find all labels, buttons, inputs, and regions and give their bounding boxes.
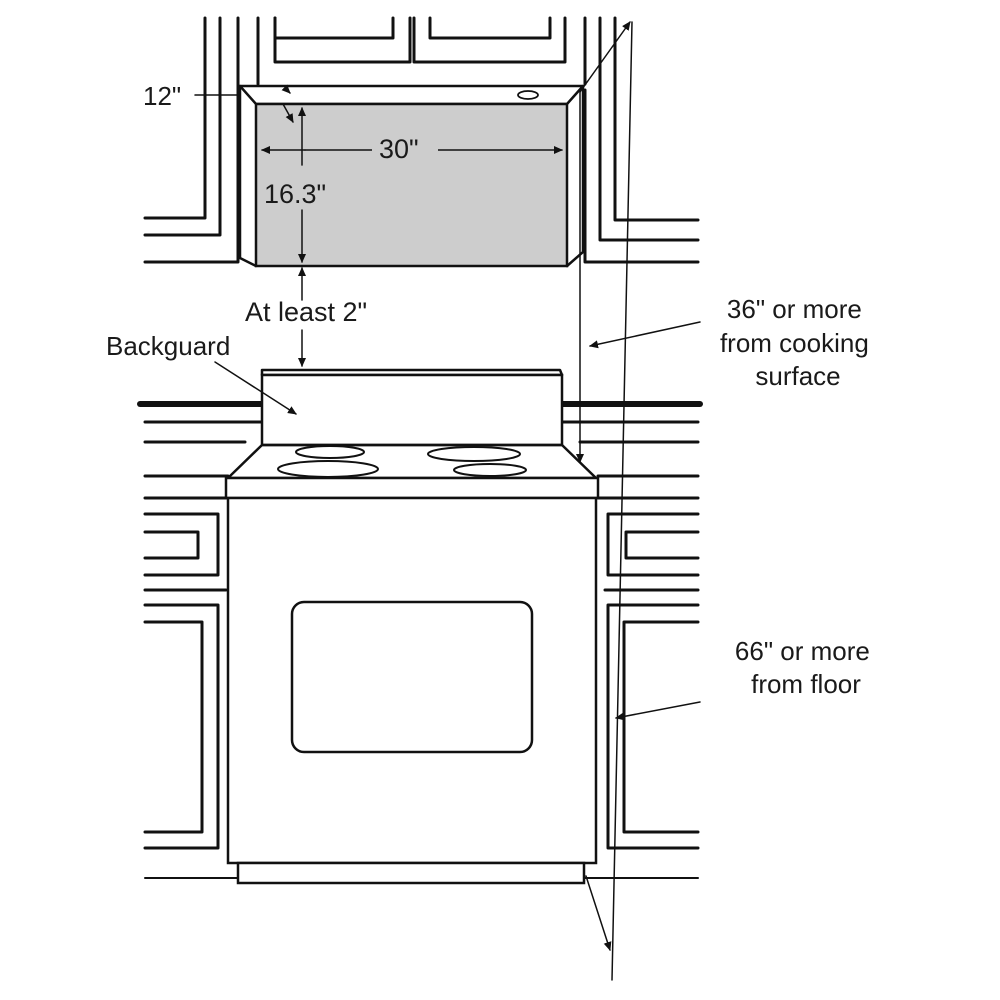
upper-cabinets [143, 16, 700, 264]
backguard-label: Backguard [106, 331, 230, 361]
countertop [137, 401, 703, 444]
lower-cabinets-right [584, 474, 700, 879]
burner-icon [453, 463, 527, 477]
oven-window [290, 600, 534, 754]
burner-icon [295, 445, 365, 459]
burner-icon [427, 446, 521, 462]
lower-cabinets-left [143, 474, 239, 879]
range [224, 368, 600, 885]
backguard [260, 373, 564, 447]
range-kickplate [236, 861, 586, 885]
dimension-labels: 12" 30" 16.3" At least 2" Backguard 36" … [106, 81, 877, 699]
depth-label: 12" [143, 81, 181, 111]
burner-icon [277, 460, 379, 478]
cooking-surface-label: 36" or more from cooking surface [720, 294, 876, 391]
vent-knob-icon [517, 90, 539, 100]
clearance-label: At least 2" [245, 297, 367, 327]
width-label: 30" [379, 134, 419, 164]
dimension-lines [194, 21, 701, 981]
floor-clearance-label: 66" or more from floor [735, 636, 877, 699]
height-label: 16.3" [264, 179, 326, 209]
